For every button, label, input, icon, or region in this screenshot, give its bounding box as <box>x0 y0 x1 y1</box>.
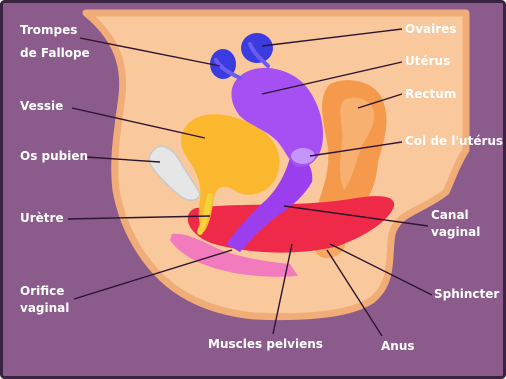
label-pubic-bone: Os pubien <box>20 148 88 165</box>
label-anus: Anus <box>381 338 415 355</box>
label-vaginal-canal-line1: Canal <box>431 207 480 224</box>
label-vaginal-opening-line1: Orifice <box>20 283 69 300</box>
label-fallopian-tubes-line2: de Fallope <box>20 45 90 62</box>
label-fallopian-tubes: Trompes de Fallope <box>20 22 90 62</box>
label-bladder: Vessie <box>20 98 63 115</box>
ovary-right <box>241 33 273 63</box>
label-sphincter: Sphincter <box>434 286 499 303</box>
label-fallopian-tubes-line1: Trompes <box>20 22 90 39</box>
label-ovaries: Ovaires <box>405 21 456 38</box>
label-uterus: Utérus <box>405 53 450 70</box>
label-vaginal-canal: Canal vaginal <box>431 207 480 241</box>
label-vaginal-opening: Orifice vaginal <box>20 283 69 317</box>
label-cervix: Col de l'utérus <box>405 133 503 150</box>
label-urethra: Urètre <box>20 210 64 227</box>
label-rectum: Rectum <box>405 86 456 103</box>
label-vaginal-opening-line2: vaginal <box>20 300 69 317</box>
label-pelvic-muscles: Muscles pelviens <box>208 336 323 353</box>
label-vaginal-canal-line2: vaginal <box>431 224 480 241</box>
